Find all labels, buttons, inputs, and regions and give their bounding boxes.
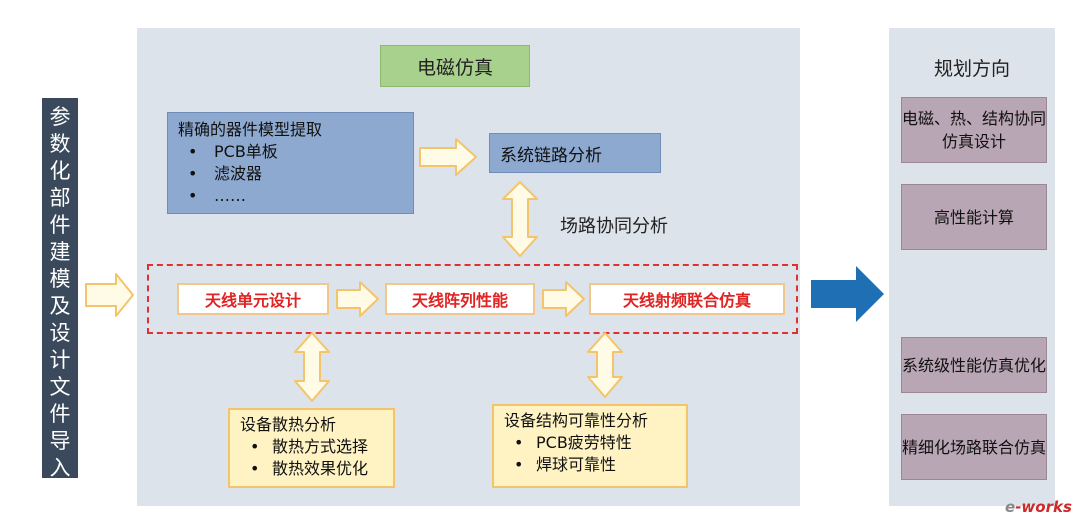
device-model-box: 精确的器件模型提取 PCB单板 滤波器 …… [167,112,414,214]
parametric-import-bar: 参数化部件建模及设计文件导入 [42,98,78,480]
list-item: PCB单板 [188,141,403,163]
list-item: 散热方式选择 [250,436,383,458]
planning-title: 规划方向 [933,58,1010,80]
device-model-heading: 精确的器件模型提取 [178,120,323,139]
plan-item-hpc: 高性能计算 [901,184,1047,250]
watermark-rest: -works [1015,498,1072,516]
unit-to-array-arrow-icon [336,281,379,317]
list-item: PCB疲劳特性 [514,432,676,454]
plan-item-system-opt: 系统级性能仿真优化 [901,337,1047,393]
antenna-unit-box: 天线单元设计 [177,283,329,315]
array-to-rf-arrow-icon [542,281,585,317]
field-cosim-label: 场路协同分析 [560,216,668,237]
structure-reliability-box: 设备结构可靠性分析 PCB疲劳特性 焊球可靠性 [492,404,688,488]
unit-heat-double-arrow-icon [294,332,330,402]
heat-analysis-box: 设备散热分析 散热方式选择 散热效果优化 [228,408,395,488]
rf-structure-double-arrow-icon [587,332,623,398]
import-arrow-icon [85,273,134,317]
system-field-double-arrow-icon [502,181,538,257]
heat-analysis-heading: 设备散热分析 [240,415,337,434]
plan-item-fine-cosim: 精细化场路联合仿真 [901,414,1047,480]
list-item: …… [188,185,403,207]
antenna-rf-cosim-box: 天线射频联合仿真 [589,283,785,315]
list-item: 滤波器 [188,163,403,185]
plan-item-cosim: 电磁、热、结构协同仿真设计 [901,97,1047,163]
system-link-box: 系统链路分析 [489,133,661,173]
em-simulation-title: 电磁仿真 [380,45,530,87]
structure-reliability-heading: 设备结构可靠性分析 [504,411,649,430]
antenna-array-box: 天线阵列性能 [385,283,535,315]
model-to-system-arrow-icon [419,138,477,176]
list-item: 焊球可靠性 [514,454,676,476]
to-planning-big-arrow-icon [811,266,884,322]
antenna-chain-frame [147,264,798,334]
eworks-watermark: e-works [1005,498,1072,516]
watermark-e: e [1005,498,1016,516]
list-item: 散热效果优化 [250,458,383,480]
